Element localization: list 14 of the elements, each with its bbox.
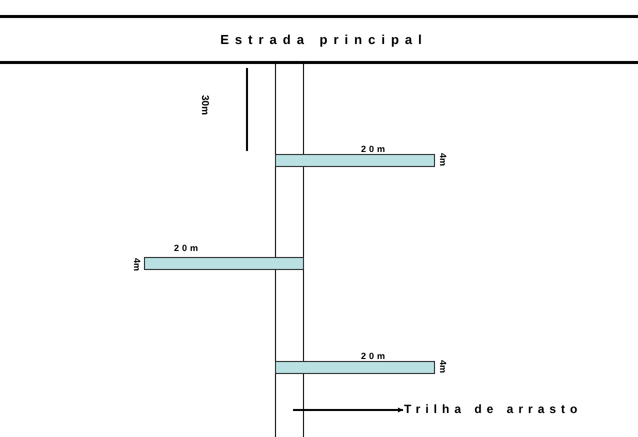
sample-plot	[275, 154, 435, 167]
dimension-label: 20m	[361, 144, 388, 154]
trail-label: Trilha de arrasto	[404, 402, 614, 418]
sample-plot	[275, 361, 435, 374]
sample-plot	[144, 257, 304, 270]
main-road-band	[0, 15, 638, 64]
dimension-label: 4m	[132, 258, 141, 272]
dimension-label: 4m	[438, 360, 447, 374]
dimension-label: 20m	[174, 243, 202, 253]
dimension-label: 4m	[438, 153, 447, 166]
road-label: Estrada principal	[220, 32, 428, 47]
dimension-label: 20m	[361, 351, 388, 361]
arrow	[293, 408, 403, 412]
dimension-label: 30m	[199, 95, 209, 116]
